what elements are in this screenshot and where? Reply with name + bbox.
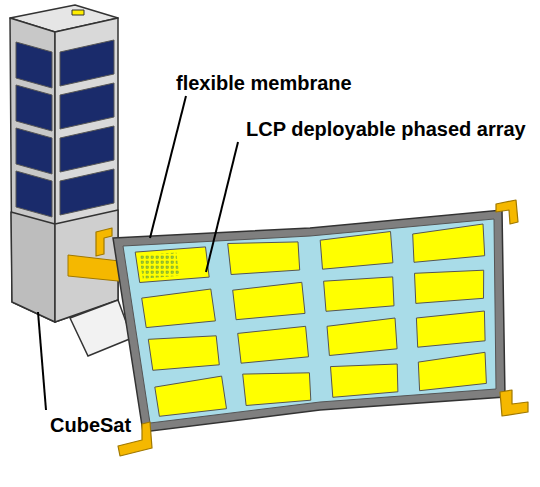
panel-shape — [60, 83, 114, 129]
panel-shape — [135, 247, 209, 283]
panel-shape — [415, 270, 484, 303]
panel-shape — [331, 364, 398, 397]
panel-shape — [228, 242, 300, 275]
panel-shape — [16, 42, 52, 88]
panel-shape — [243, 373, 311, 406]
panel-shape — [60, 126, 114, 172]
panel-shape — [418, 352, 486, 390]
panel-shape — [238, 326, 309, 363]
panel-shape — [416, 311, 485, 347]
panel-shape — [16, 128, 52, 174]
panel-shape — [413, 224, 485, 262]
panel-shape — [16, 85, 52, 131]
part-label: CubeSat — [50, 414, 131, 436]
part-label: LCP deployable phased array — [246, 118, 526, 140]
panel-shape — [16, 171, 52, 217]
panel-shape — [60, 169, 114, 215]
part-label: flexible membrane — [176, 72, 352, 94]
panel-shape — [60, 40, 114, 86]
panel-shape — [327, 318, 397, 356]
panel-shape — [155, 376, 227, 416]
panel-shape — [142, 289, 216, 328]
panel-shape — [139, 253, 179, 279]
panel-shape — [320, 232, 393, 270]
panel-shape — [324, 277, 394, 311]
panel-shape — [233, 282, 305, 319]
panel-shape — [148, 336, 219, 371]
